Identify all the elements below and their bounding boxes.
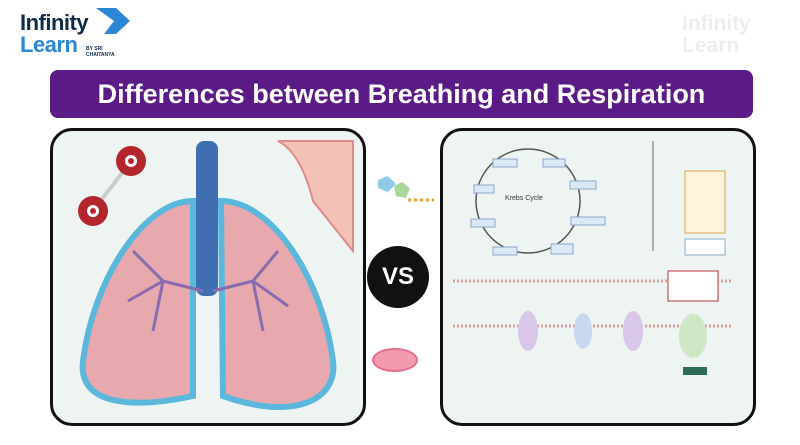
infinity-learn-logo: Infinity Learn BY SRI CHAITANYA [20,6,130,58]
respiration-panel: Krebs Cycle [440,128,756,426]
nasal-cavity-icon [277,140,354,254]
krebs-cycle-label: Krebs Cycle [505,195,543,202]
page-title: Differences between Breathing and Respir… [50,70,753,118]
watermark-line1: Infinity [682,12,751,35]
krebs-cycle-diagram [453,141,733,375]
logo-chevron-icon [96,8,130,34]
logo-line1: Infinity [20,10,89,35]
watermark-logo: Infinity Learn [682,8,782,57]
watermark-line2: Learn [682,34,740,57]
mitochondria-icon [372,348,418,372]
oxygen-molecule-icon [78,146,146,226]
lungs-illustration [78,140,354,411]
molecule-icon [378,176,434,202]
breathing-panel [50,128,366,426]
electron-transport-chain [453,270,733,375]
logo-line2: Learn [20,32,78,57]
vs-badge: VS [367,246,429,308]
logo-tagline: BY SRI CHAITANYA [86,46,115,58]
